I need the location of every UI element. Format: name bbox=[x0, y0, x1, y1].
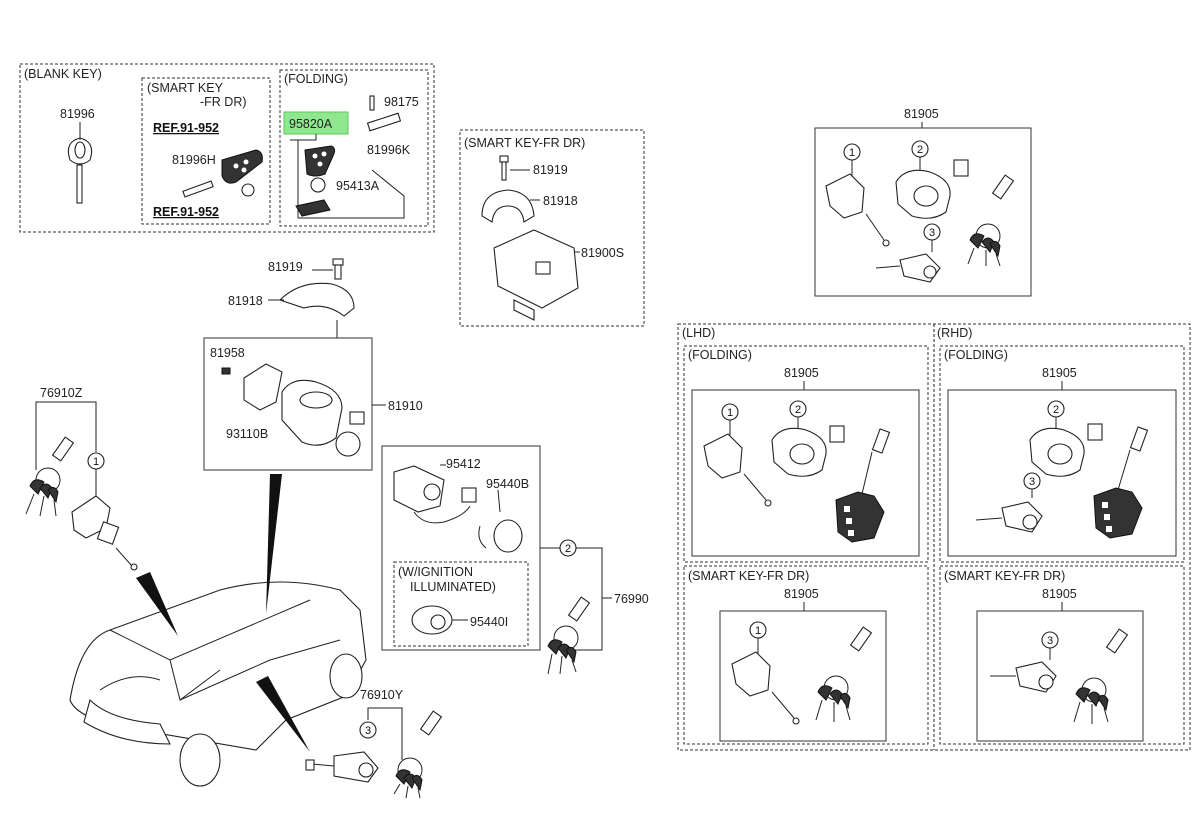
part-81905-top[interactable]: 81905 bbox=[904, 107, 939, 121]
ignition-switch-icon bbox=[221, 363, 365, 457]
part-95413A[interactable]: 95413A bbox=[336, 179, 380, 193]
smart-key-label-2: -FR DR) bbox=[200, 95, 247, 109]
callout-2-lhd-fold: 2 bbox=[795, 404, 801, 416]
folding-key-icon bbox=[295, 95, 402, 217]
lhd-smart-key-label: (SMART KEY-FR DR) bbox=[688, 569, 809, 583]
car-illustration-icon bbox=[69, 581, 367, 787]
callout-1-top: 1 bbox=[849, 147, 855, 159]
callout-3-bottom-text: 3 bbox=[365, 725, 371, 737]
pointer-arrow-bottom bbox=[256, 676, 310, 752]
callout-1-lhd-smart: 1 bbox=[755, 625, 761, 637]
part-81919-a[interactable]: 81919 bbox=[533, 163, 568, 177]
lhd-folding-keyset-icon bbox=[703, 417, 891, 543]
part-95440B[interactable]: 95440B bbox=[486, 477, 529, 491]
ref-link-2[interactable]: REF.91-952 bbox=[153, 205, 219, 219]
part-81996K[interactable]: 81996K bbox=[367, 143, 411, 157]
part-95440I[interactable]: 95440I bbox=[470, 615, 508, 629]
lhd-folding-label: (FOLDING) bbox=[688, 348, 752, 362]
w-ignition-label-2: ILLUMINATED) bbox=[410, 580, 496, 594]
callout-3-bottom bbox=[359, 721, 377, 739]
part-81905-lhd-smart[interactable]: 81905 bbox=[784, 587, 819, 601]
part-76910Y[interactable]: 76910Y bbox=[360, 688, 404, 702]
part-93110B[interactable]: 93110B bbox=[226, 427, 268, 441]
rhd-label: (RHD) bbox=[937, 326, 972, 340]
ref-link-1[interactable]: REF.91-952 bbox=[153, 121, 219, 135]
rhd-folding-keyset-icon bbox=[975, 417, 1149, 539]
part-81905-rhd-smart[interactable]: 81905 bbox=[1042, 587, 1077, 601]
steering-lock-icon bbox=[481, 155, 579, 321]
callout-2-mid-text: 2 bbox=[565, 543, 571, 555]
lhd-smart-keyset-icon bbox=[731, 626, 873, 725]
part-76910Z[interactable]: 76910Z bbox=[40, 386, 83, 400]
callout-2-top: 2 bbox=[917, 144, 923, 156]
part-81958[interactable]: 81958 bbox=[210, 346, 245, 360]
rhd-folding-inner bbox=[947, 389, 1177, 557]
rhd-smart-key-label: (SMART KEY-FR DR) bbox=[944, 569, 1065, 583]
blank-key-label: (BLANK KEY) bbox=[24, 67, 102, 81]
rhd-folding-box bbox=[939, 345, 1185, 563]
smart-key-fob-icon bbox=[182, 149, 263, 198]
key-set-icon bbox=[547, 596, 591, 675]
callout-3-top: 3 bbox=[929, 227, 935, 239]
w-ignition-label-1: (W/IGNITION bbox=[398, 565, 473, 579]
part-81910[interactable]: 81910 bbox=[388, 399, 423, 413]
part-81900S[interactable]: 81900S bbox=[581, 246, 624, 260]
part-81996H[interactable]: 81996H bbox=[172, 153, 216, 167]
part-95412[interactable]: 95412 bbox=[446, 457, 481, 471]
lhd-folding-inner bbox=[691, 389, 920, 557]
lhd-label: (LHD) bbox=[682, 326, 715, 340]
folding-label: (FOLDING) bbox=[284, 72, 348, 86]
smart-key-fr-dr-box bbox=[459, 129, 645, 327]
pointer-arrow-center bbox=[266, 474, 282, 614]
ignition-cap-icon bbox=[278, 258, 355, 317]
door-lock-cylinder-icon bbox=[71, 495, 138, 571]
part-76990[interactable]: 76990 bbox=[614, 592, 649, 606]
part-98175[interactable]: 98175 bbox=[384, 95, 419, 109]
lhd-smart-key-box bbox=[683, 565, 929, 745]
part-81919-b[interactable]: 81919 bbox=[268, 260, 303, 274]
blank-key-icon bbox=[67, 137, 93, 204]
rhd-smart-key-inner bbox=[976, 610, 1144, 742]
callout-2-rhd-fold: 2 bbox=[1053, 404, 1059, 416]
lhd-folding-box bbox=[683, 345, 929, 563]
smart-key-box bbox=[141, 77, 271, 225]
smart-key-fr-dr-label: (SMART KEY-FR DR) bbox=[464, 136, 585, 150]
key-set-top-icon bbox=[825, 157, 1015, 283]
callout-3-rhd-smart: 3 bbox=[1047, 635, 1053, 647]
callout-1-left-text: 1 bbox=[93, 456, 99, 468]
door-lock-keys-icon bbox=[25, 436, 75, 517]
w-ignition-box bbox=[393, 561, 529, 647]
key-group-frame bbox=[19, 63, 435, 233]
key-set-box-top bbox=[814, 127, 1032, 297]
part-95820A[interactable]: 95820A bbox=[289, 117, 333, 131]
ignition-box bbox=[203, 337, 373, 471]
callout-1-lhd-fold: 1 bbox=[727, 407, 733, 419]
lock-cylinder-y-icon bbox=[305, 710, 443, 799]
callout-3-rhd-fold: 3 bbox=[1029, 476, 1035, 488]
rhd-folding-label: (FOLDING) bbox=[944, 348, 1008, 362]
part-81905-lhd-folding[interactable]: 81905 bbox=[784, 366, 819, 380]
part-81905-rhd-folding[interactable]: 81905 bbox=[1042, 366, 1077, 380]
part-81918-a[interactable]: 81918 bbox=[543, 194, 578, 208]
callout-2-mid bbox=[559, 539, 577, 557]
part-81996[interactable]: 81996 bbox=[60, 107, 95, 121]
smart-key-label-1: (SMART KEY bbox=[147, 81, 224, 95]
illumination-ring-icon bbox=[393, 465, 523, 553]
rhd-smart-key-box bbox=[939, 565, 1185, 745]
folding-box bbox=[279, 69, 429, 227]
part-81918-b[interactable]: 81918 bbox=[228, 294, 263, 308]
lhd-smart-key-inner bbox=[719, 610, 887, 742]
rhd-smart-keyset-icon bbox=[990, 628, 1129, 724]
pointer-arrow-left bbox=[136, 572, 178, 636]
illuminated-ring-icon bbox=[411, 605, 453, 635]
